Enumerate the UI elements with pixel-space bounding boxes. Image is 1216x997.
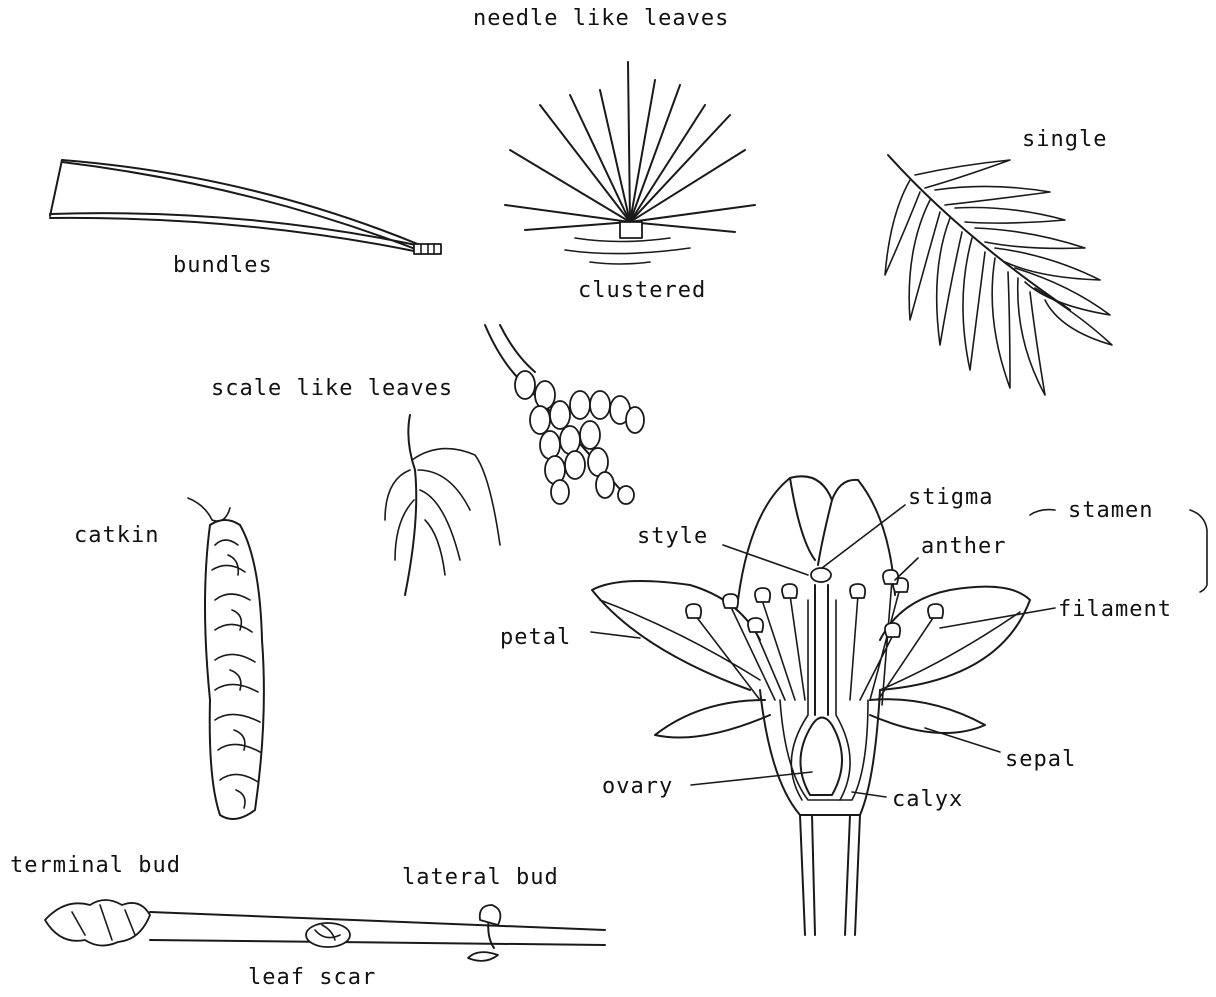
label-stigma: stigma [908,485,993,510]
label-style: style [637,524,708,549]
catkin-drawing [188,498,264,819]
single-leaf-drawing [885,155,1112,395]
label-sepal: sepal [1005,747,1076,772]
label-clustered: clustered [578,278,706,303]
label-ovary: ovary [602,774,673,799]
label-leaf-scar: leaf scar [248,965,376,990]
label-scale-like-leaves: scale like leaves [211,376,453,401]
label-anther: anther [921,534,1006,559]
label-catkin: catkin [74,523,159,548]
scale-leaves-drawing [385,325,644,595]
label-stamen: stamen [1068,498,1153,523]
bundles-drawing [50,160,441,254]
label-terminal-bud: terminal bud [10,853,181,878]
label-single: single [1022,127,1107,152]
label-filament: filament [1058,597,1172,622]
label-calyx: calyx [892,787,963,812]
label-lateral-bud: lateral bud [402,865,559,890]
label-petal: petal [500,625,571,650]
label-bundles: bundles [173,253,273,278]
label-needle-like-leaves: needle like leaves [473,6,729,31]
twig-drawing [45,900,605,961]
clustered-drawing [505,62,755,264]
